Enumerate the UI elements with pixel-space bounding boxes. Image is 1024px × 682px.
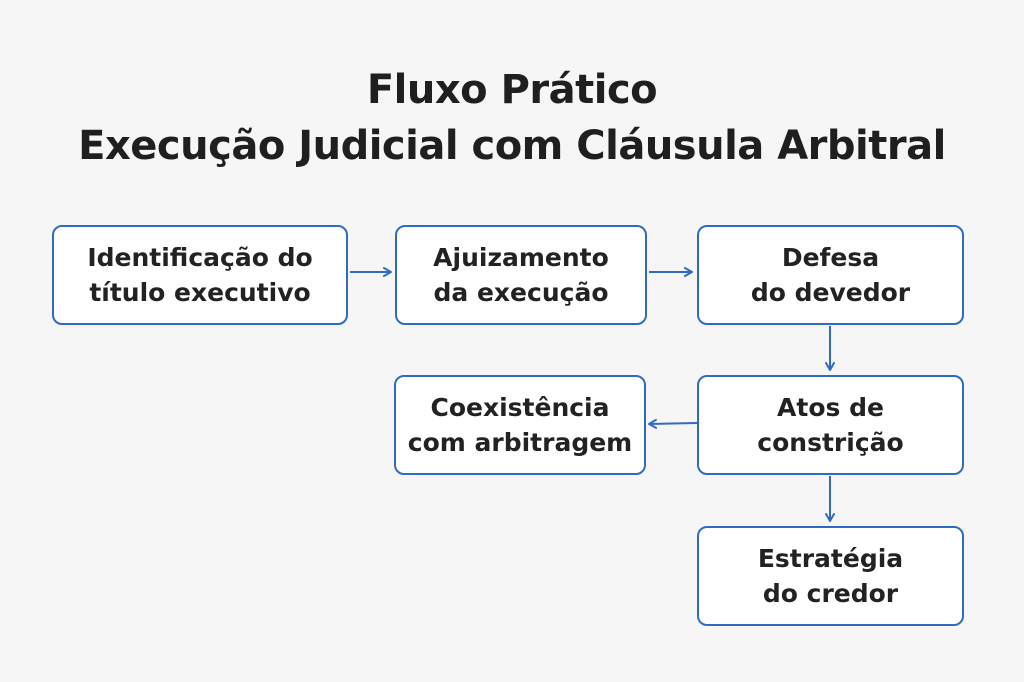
diagram-title: Fluxo Prático <box>366 67 658 113</box>
diagram-subtitle: Execução Judicial com Cláusula Arbitral <box>78 123 946 169</box>
node-estrategia: Estratégia do credor <box>697 526 964 626</box>
node-ajuizamento: Ajuizamento da execução <box>395 225 647 325</box>
node-ajuizamento-line1: Ajuizamento <box>433 243 609 272</box>
node-defesa: Defesa do devedor <box>697 225 964 325</box>
node-identificacao: Identificação do título executivo <box>52 225 348 325</box>
node-coexistencia-line1: Coexistência <box>430 393 610 422</box>
node-estrategia-line1: Estratégia <box>757 544 904 573</box>
node-defesa-line2: do devedor <box>750 278 911 307</box>
arrow-atos-to-coexistencia <box>648 418 698 429</box>
node-defesa-line1: Defesa <box>781 243 880 272</box>
node-identificacao-line2: título executivo <box>89 278 311 307</box>
node-coexistencia-line2: com arbitragem <box>407 428 633 457</box>
node-atos-line2: constrição <box>757 428 904 457</box>
node-atos: Atos de constrição <box>697 375 964 475</box>
node-atos-line1: Atos de <box>777 393 884 422</box>
node-estrategia-line2: do credor <box>762 579 899 608</box>
node-coexistencia: Coexistência com arbitragem <box>394 375 646 475</box>
node-ajuizamento-line2: da execução <box>433 278 609 307</box>
node-identificacao-line1: Identificação do <box>87 243 313 272</box>
